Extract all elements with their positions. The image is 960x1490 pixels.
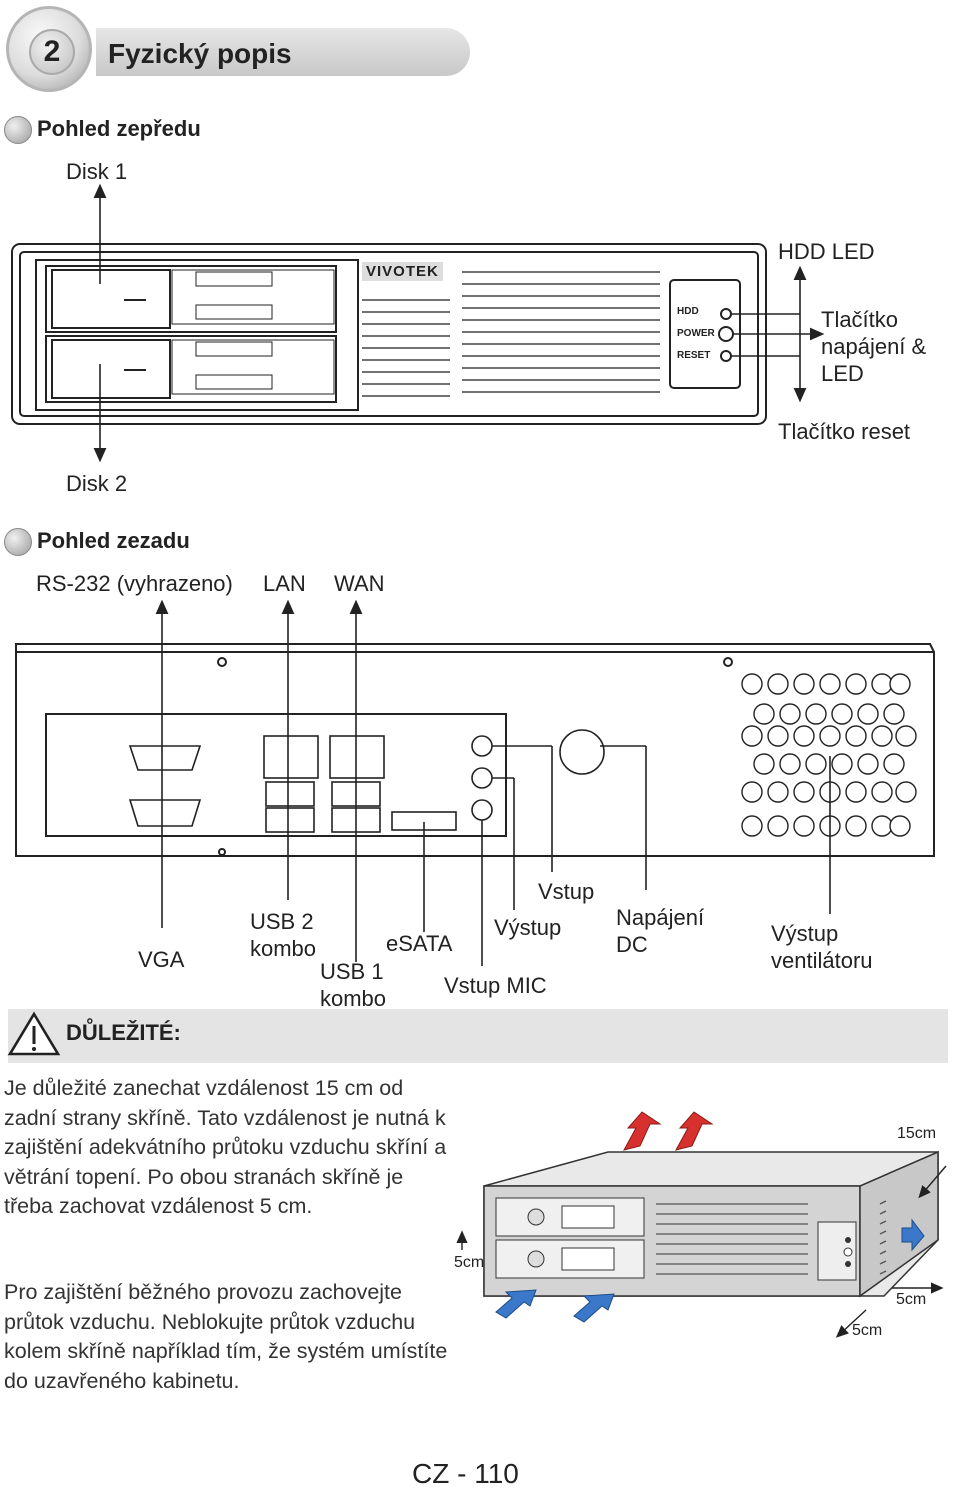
wan-label: WAN [334, 571, 385, 596]
disk-vents [171, 269, 335, 395]
fan-output-label: Výstup ventilátoru [771, 921, 873, 973]
important-bar [8, 1009, 948, 1063]
clearance-bottom-label: 5cm [852, 1322, 883, 1339]
power-button-label: Tlačítko napájení & LED [821, 307, 927, 386]
section-banner [96, 28, 470, 76]
output-label: Výstup [494, 915, 562, 940]
clearance-right-label: 5cm [896, 1291, 927, 1308]
usb2-label: USB 2 kombo [250, 909, 317, 961]
rs232-label: RS-232 (vyhrazeno) [36, 571, 233, 596]
vga-label: VGA [138, 947, 185, 972]
important-paragraph-2: Pro zajištění běžného provozu zachovejte… [4, 1280, 448, 1393]
page-title: Fyzický popis [108, 38, 292, 69]
panel-power-label: POWER [677, 328, 715, 339]
front-grill [362, 271, 660, 397]
front-chassis [11, 243, 767, 425]
hdd-led-label: HDD LED [778, 239, 875, 264]
rear-ports [128, 729, 605, 833]
front-view-heading: Pohled zepředu [37, 116, 201, 141]
panel-hdd-label: HDD [677, 306, 699, 317]
bullet-icon [4, 528, 32, 556]
lan-label: LAN [263, 571, 306, 596]
reset-button-label: Tlačítko reset [778, 419, 911, 444]
usb1-label: USB 1 kombo [320, 959, 387, 1011]
important-paragraph-1: Je důležité zanechat vzdálenost 15 cm od… [4, 1076, 447, 1218]
clearance-left-label: 5cm [454, 1254, 485, 1271]
control-panel [669, 279, 741, 389]
esata-label: eSATA [386, 931, 453, 956]
brand-logo: VIVOTEK [362, 262, 443, 281]
important-label: DŮLEŽITÉ: [66, 1020, 181, 1045]
mic-input-label: Vstup MIC [444, 973, 547, 998]
page-number: CZ - 110 [412, 1458, 519, 1489]
disk2-label: Disk 2 [66, 471, 128, 496]
disk1-label: Disk 1 [66, 159, 128, 184]
rear-view-heading: Pohled zezadu [37, 528, 190, 553]
section-number-badge: 2 [6, 6, 92, 92]
section-number: 2 [29, 29, 75, 75]
input-label: Vstup [538, 879, 595, 904]
bullet-icon [4, 116, 32, 144]
dc-power-label: Napájení DC [616, 905, 705, 957]
panel-reset-label: RESET [677, 350, 711, 361]
clearance-rear-label: 15cm [897, 1125, 937, 1142]
